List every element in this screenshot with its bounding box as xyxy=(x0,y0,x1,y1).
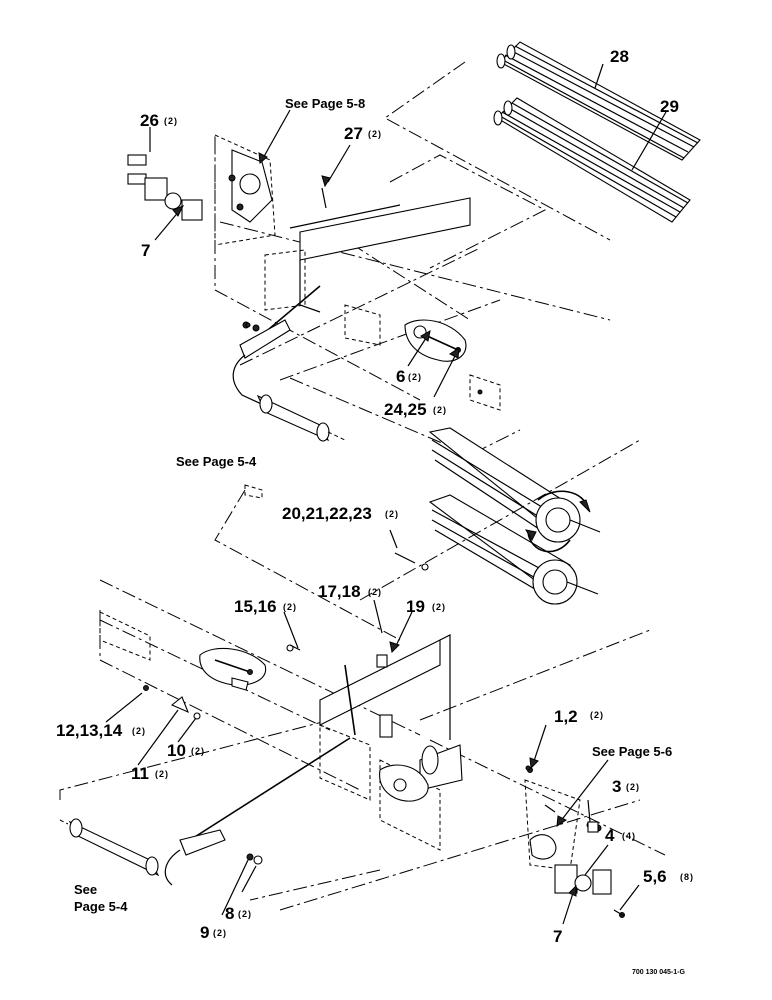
svg-text:6: 6 xyxy=(396,367,405,386)
upper-channel-frame xyxy=(264,197,471,346)
upper-drive-link xyxy=(232,285,346,442)
svg-text:4: 4 xyxy=(605,826,615,845)
callout-1-2: 1,2 (2) xyxy=(554,707,604,726)
svg-text:(2): (2) xyxy=(408,372,422,382)
svg-text:19: 19 xyxy=(406,597,425,616)
upper-frame-outline xyxy=(214,61,611,456)
svg-text:26: 26 xyxy=(140,111,159,130)
svg-text:(2): (2) xyxy=(164,116,178,126)
lower-frame-outline xyxy=(59,439,666,911)
see-page-5-6: See Page 5-6 xyxy=(592,744,672,759)
svg-text:(2): (2) xyxy=(191,746,205,756)
svg-text:20,21,22,23: 20,21,22,23 xyxy=(282,504,372,523)
upper-side-plate xyxy=(127,134,276,246)
callout-7-lower: 7 xyxy=(553,927,562,946)
page-references: See Page 5-8 See Page 5-4 See Page 5-6 S… xyxy=(74,96,672,914)
svg-text:(2): (2) xyxy=(213,928,227,938)
see-page-5-4-lower-line1: See xyxy=(74,882,97,897)
lower-rotor-bundles xyxy=(428,427,601,605)
svg-text:(2): (2) xyxy=(432,602,446,612)
callout-29: 29 xyxy=(660,97,679,116)
svg-text:10: 10 xyxy=(167,741,186,760)
callout-26: 26 (2) xyxy=(140,111,178,130)
svg-text:(2): (2) xyxy=(626,782,640,792)
callout-12-14: 12,13,14 (2) xyxy=(56,721,146,740)
lower-bearing-assembly xyxy=(379,744,625,918)
callout-6: 6 (2) xyxy=(396,367,422,386)
svg-text:(2): (2) xyxy=(385,509,399,519)
svg-text:3: 3 xyxy=(612,777,621,796)
svg-text:15,16: 15,16 xyxy=(234,597,277,616)
callout-3: 3 (2) xyxy=(612,777,640,796)
svg-text:7: 7 xyxy=(141,241,150,260)
svg-text:(2): (2) xyxy=(433,405,447,415)
callout-8: 8 (2) xyxy=(225,904,252,923)
svg-text:11: 11 xyxy=(131,764,149,783)
callout-5-6: 5,6 (8) xyxy=(643,867,694,886)
svg-text:7: 7 xyxy=(553,927,562,946)
svg-text:9: 9 xyxy=(200,923,209,942)
hardware-bolts xyxy=(143,187,599,833)
leader-lines xyxy=(105,63,667,925)
svg-text:8: 8 xyxy=(225,904,234,923)
callout-4: 4 (4) xyxy=(605,826,636,845)
callout-27: 27 (2) xyxy=(344,124,382,143)
see-page-5-4-upper: See Page 5-4 xyxy=(176,454,257,469)
callout-28: 28 xyxy=(610,47,629,66)
lower-channel-frame xyxy=(319,634,451,851)
svg-text:(2): (2) xyxy=(590,710,604,720)
callout-24-25: 24,25 (2) xyxy=(384,400,447,419)
callout-20-23: 20,21,22,23 (2) xyxy=(282,504,399,523)
svg-text:(4): (4) xyxy=(622,831,636,841)
upper-rotor-bundles xyxy=(493,41,701,223)
see-page-5-8: See Page 5-8 xyxy=(285,96,365,111)
see-page-5-4-lower-line2: Page 5-4 xyxy=(74,899,128,914)
svg-text:24,25: 24,25 xyxy=(384,400,427,419)
figure-code: 700 130 045-1-G xyxy=(632,969,685,976)
svg-text:17,18: 17,18 xyxy=(318,582,361,601)
svg-text:5,6: 5,6 xyxy=(643,867,667,886)
svg-text:27: 27 xyxy=(344,124,363,143)
lower-drive-link xyxy=(59,737,351,886)
callout-17-18: 17,18 (2) xyxy=(318,582,382,601)
svg-text:(2): (2) xyxy=(283,602,297,612)
callout-11: 11 (2) xyxy=(131,764,169,783)
svg-text:1,2: 1,2 xyxy=(554,707,578,726)
svg-text:(2): (2) xyxy=(132,726,146,736)
svg-text:(8): (8) xyxy=(680,872,694,882)
callout-10: 10 (2) xyxy=(167,741,205,760)
callout-labels: 28 29 26 (2) 27 (2) 7 6 (2) 24,25 (2) 20… xyxy=(56,47,694,946)
callout-15-16: 15,16 (2) xyxy=(234,597,297,616)
svg-text:(2): (2) xyxy=(368,129,382,139)
upper-cam-arm xyxy=(404,319,501,411)
callout-9: 9 (2) xyxy=(200,923,227,942)
lower-cam-arm xyxy=(199,644,294,691)
svg-text:(2): (2) xyxy=(238,909,252,919)
svg-text:29: 29 xyxy=(660,97,679,116)
callout-7-upper: 7 xyxy=(141,241,150,260)
callout-19: 19 (2) xyxy=(406,597,446,616)
svg-text:(2): (2) xyxy=(368,587,382,597)
svg-text:(2): (2) xyxy=(155,769,169,779)
svg-text:28: 28 xyxy=(610,47,629,66)
svg-text:12,13,14: 12,13,14 xyxy=(56,721,123,740)
